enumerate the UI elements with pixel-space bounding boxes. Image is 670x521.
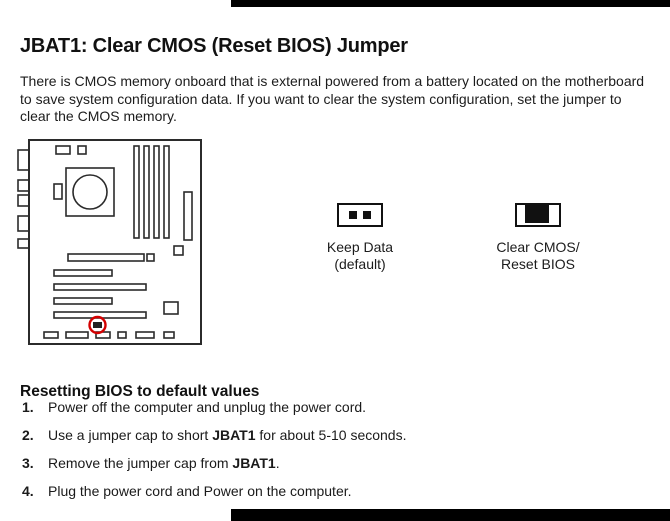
list-item: 1. Power off the computer and unplug the… [22, 399, 632, 416]
list-item: 3. Remove the jumper cap from JBAT1. [22, 455, 632, 472]
step-text: Power off the computer and unplug the po… [48, 399, 367, 415]
keep-data-label-line2: (default) [334, 255, 386, 272]
list-item: 4. Plug the power cord and Power on the … [22, 483, 632, 500]
step-number: 2. [22, 427, 34, 443]
jumper-pin-icon [349, 211, 357, 219]
jumper-pin-icon [363, 211, 371, 219]
clear-cmos-label-line2: Reset BIOS [501, 255, 575, 272]
keep-data-label-line1: Keep Data [326, 239, 394, 255]
page-title: JBAT1: Clear CMOS (Reset BIOS) Jumper [20, 35, 408, 58]
step-text: Remove the jumper cap from JBAT1. [48, 455, 280, 471]
step-text: Use a jumper cap to short JBAT1 for abou… [48, 427, 407, 443]
step-number: 3. [22, 455, 34, 471]
step-text: Plug the power cord and Power on the com… [48, 483, 352, 499]
list-item: 2. Use a jumper cap to short JBAT1 for a… [22, 427, 632, 444]
footer-decoration-bar [231, 509, 670, 521]
clear-cmos-jumper-icon [515, 203, 561, 227]
step-number: 4. [22, 483, 34, 499]
jbat1-highlight-circle [88, 315, 107, 335]
step-number: 1. [22, 399, 34, 415]
jumper-cap-icon [525, 203, 549, 223]
keep-data-jumper-icon [337, 203, 383, 227]
keep-data-label: Keep Data (default) [290, 239, 430, 272]
reset-section-heading: Resetting BIOS to default values [20, 382, 260, 400]
header-decoration-bar [231, 0, 670, 7]
reset-steps-list: 1. Power off the computer and unplug the… [22, 399, 632, 511]
clear-cmos-label-line1: Clear CMOS/ [496, 239, 580, 255]
clear-cmos-label: Clear CMOS/ Reset BIOS [468, 239, 608, 272]
intro-paragraph: There is CMOS memory onboard that is ext… [20, 73, 645, 124]
jbat1-pins [93, 322, 102, 328]
motherboard-diagram [17, 139, 202, 345]
